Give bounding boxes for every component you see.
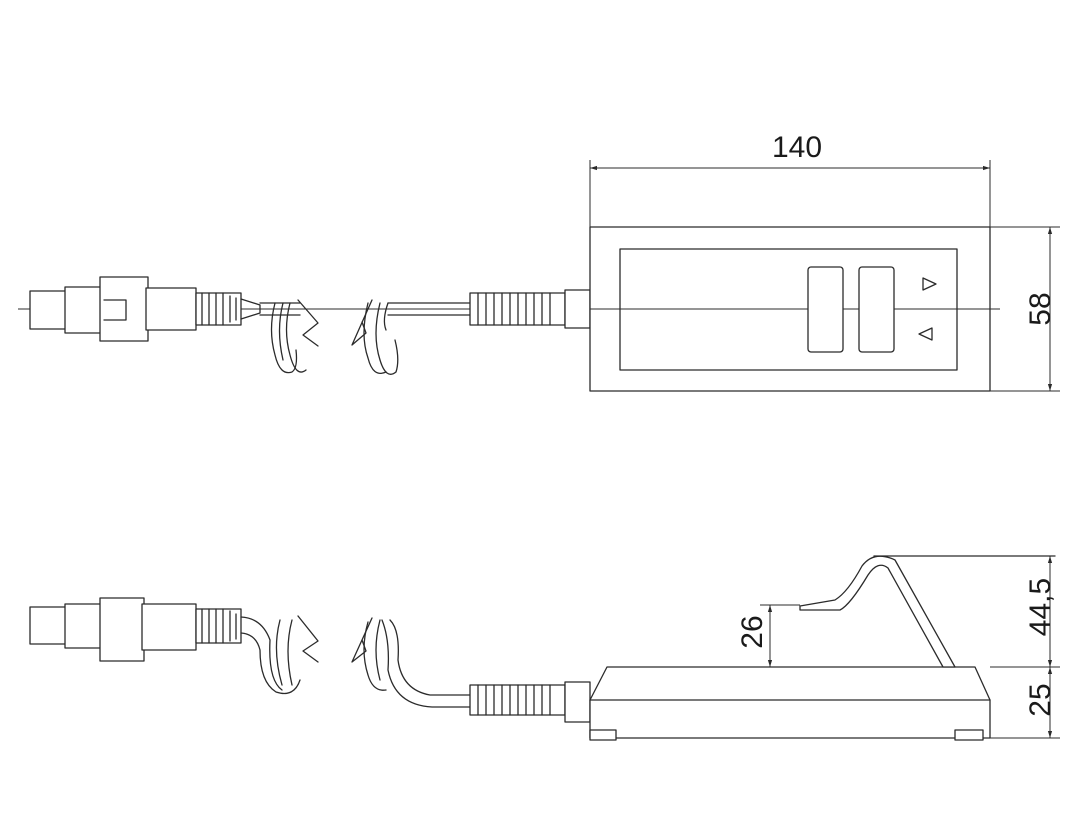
arrow-up-icon [922, 277, 937, 291]
dimension-width: 140 [589, 131, 991, 227]
dimension-height-label: 58 [1024, 292, 1057, 325]
dimension-stand-offset-label: 26 [736, 615, 769, 648]
dimension-base-height-label: 25 [1024, 683, 1057, 716]
strain-relief-left-side [195, 608, 242, 644]
strain-relief-right [469, 289, 591, 329]
stand [799, 555, 956, 668]
dimension-stand-offset: 26 [736, 604, 800, 667]
dimension-width-label: 140 [772, 131, 822, 164]
coiled-cable-right-side [351, 617, 471, 708]
controller-body-top [589, 226, 1000, 392]
coiled-cable-right [351, 299, 471, 375]
dimension-stand-height: 44,5 [990, 556, 1060, 668]
dimension-height: 58 [990, 226, 1060, 392]
plug-connector [29, 276, 197, 342]
side-view: 26 44,5 25 [29, 555, 1060, 741]
display-digit-2 [858, 266, 895, 353]
strain-relief-left [195, 292, 261, 326]
dimension-stand-height-label: 44,5 [1024, 578, 1057, 636]
plug-connector-side [29, 597, 197, 662]
top-view: 140 58 [18, 131, 1060, 392]
coiled-cable-left-side [240, 615, 319, 695]
arrow-down-icon [918, 327, 933, 341]
strain-relief-right-side [469, 681, 591, 723]
dimension-base-height: 25 [990, 667, 1060, 739]
controller-body-side [589, 555, 1056, 741]
coiled-cable-left [259, 299, 319, 374]
display-digit-1 [807, 266, 844, 353]
